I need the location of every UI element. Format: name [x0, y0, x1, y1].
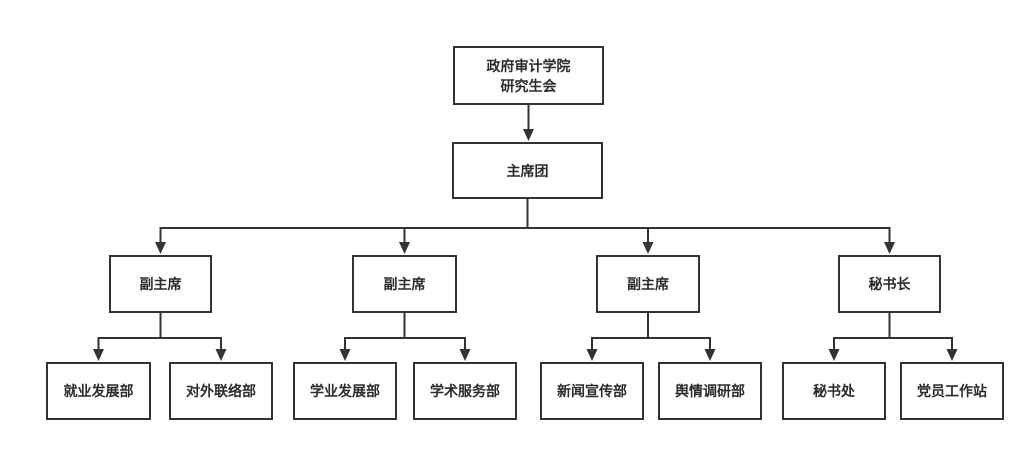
org-node-vice-chair-2: 副主席	[352, 255, 457, 313]
org-node-party-member-workstation: 党员工作站	[900, 362, 1004, 420]
org-node-vice-chair-3: 副主席	[596, 255, 700, 313]
org-node-dept-academic-development: 学业发展部	[293, 362, 397, 420]
org-node-vice-chair-1: 副主席	[109, 255, 212, 313]
org-node-secretary-general: 秘书长	[838, 255, 941, 313]
org-node-presidium: 主席团	[452, 142, 603, 199]
org-node-secretariat: 秘书处	[782, 362, 886, 420]
org-node-dept-external-liaison: 对外联络部	[169, 362, 273, 420]
org-node-root: 政府审计学院 研究生会	[453, 46, 604, 105]
connector-lines	[97, 104, 953, 350]
org-node-dept-academic-service: 学术服务部	[413, 362, 517, 420]
org-node-dept-news-publicity: 新闻宣传部	[540, 362, 644, 420]
org-node-dept-opinion-research: 舆情调研部	[658, 362, 762, 420]
org-node-dept-employment-development: 就业发展部	[46, 362, 151, 420]
